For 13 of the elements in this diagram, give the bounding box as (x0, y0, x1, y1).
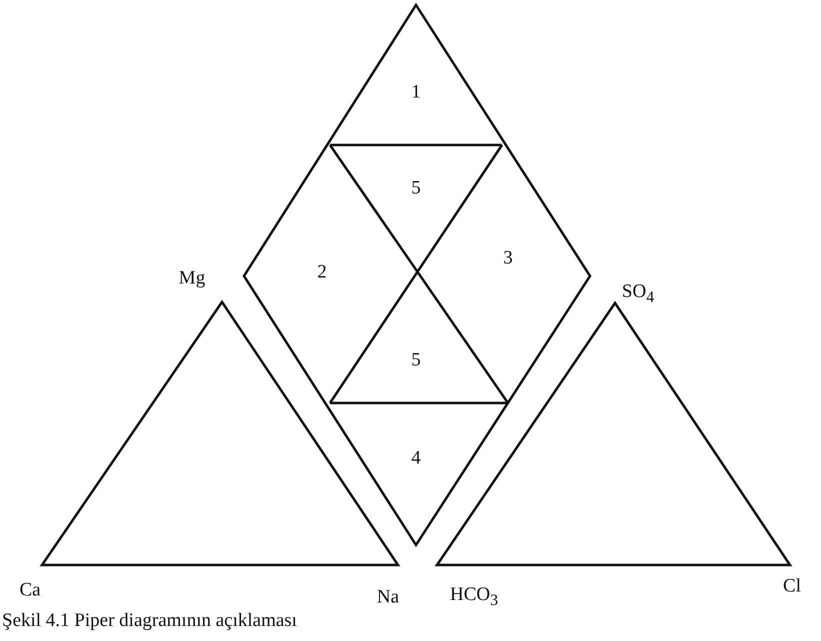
figure-caption: Şekil 4.1 Piper diagramının açıklaması (2, 610, 297, 632)
region-number: 5 (411, 178, 421, 198)
region-number: 2 (317, 262, 327, 282)
region-number: 4 (411, 448, 421, 468)
ion-label: Ca (19, 580, 41, 600)
region-number: 3 (503, 248, 513, 268)
ion-label: HCO$_{3}$ (450, 585, 498, 609)
ion-label: Na (376, 588, 400, 606)
ion-label: Cl (783, 576, 801, 596)
region-number: 1 (411, 82, 421, 102)
region-number: 5 (411, 350, 421, 370)
ion-label: Mg (178, 268, 206, 288)
ion-label: SO$_{4}$ (622, 282, 654, 306)
